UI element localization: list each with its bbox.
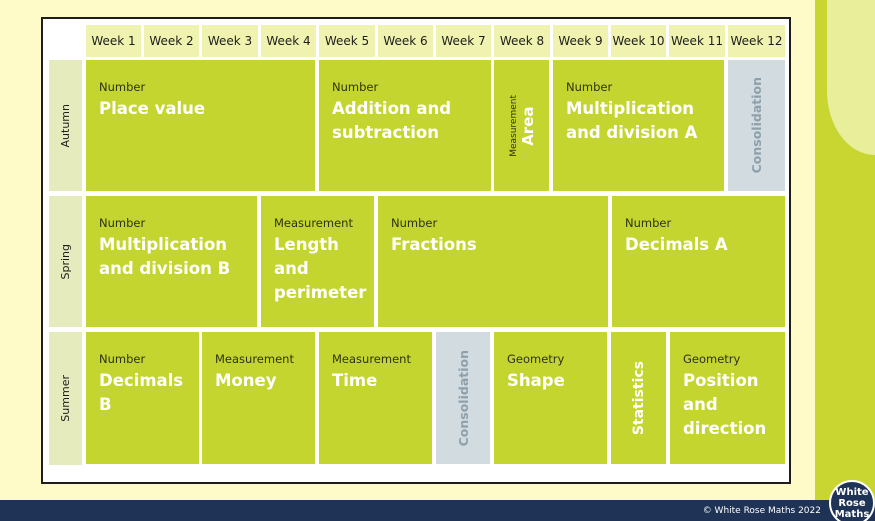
block-title: Shape xyxy=(507,371,565,390)
block-title: Time xyxy=(332,371,378,390)
statistics-label: Statistics xyxy=(630,360,647,436)
block-decimals-b: Number Decimals B xyxy=(86,332,199,464)
block-title: Multiplication and division A xyxy=(566,99,698,142)
week-header-10: Week 10 xyxy=(611,25,666,57)
consolidation-label: Consolidation xyxy=(455,349,471,447)
block-addition-subtraction: Number Addition and subtraction xyxy=(319,60,491,191)
week-header-6: Week 6 xyxy=(378,25,433,57)
term-summer-label: Summer xyxy=(59,375,72,422)
block-decimals-a: Number Decimals A xyxy=(612,196,785,327)
block-consolidation-summer: Consolidation xyxy=(436,332,490,464)
white-rose-maths-logo: White Rose Maths xyxy=(829,480,875,521)
term-spring-label: Spring xyxy=(59,243,72,280)
block-category: Number xyxy=(332,80,379,94)
week-header-7: Week 7 xyxy=(436,25,491,57)
block-title: Fractions xyxy=(391,235,477,254)
logo-line: Rose xyxy=(838,497,866,509)
term-autumn: Autumn xyxy=(49,60,82,191)
block-statistics: Statistics xyxy=(611,332,666,464)
week-header-5: Week 5 xyxy=(319,25,375,57)
block-category: Number xyxy=(99,216,146,230)
block-title: Decimals A xyxy=(625,235,728,254)
block-category: Measurement xyxy=(215,352,294,366)
copyright-text: © White Rose Maths 2022 xyxy=(702,506,821,516)
block-category: Number xyxy=(391,216,438,230)
block-category: Measurement xyxy=(274,216,353,230)
week-header-1: Week 1 xyxy=(86,25,141,57)
block-category: Number xyxy=(566,80,613,94)
block-place-value: Number Place value xyxy=(86,60,315,191)
week-header-12: Week 12 xyxy=(728,25,785,57)
block-area: Measurement Area xyxy=(494,60,549,191)
block-category: Geometry xyxy=(507,352,565,366)
block-title: Length and perimeter xyxy=(274,235,367,302)
block-title: Area xyxy=(518,105,537,146)
week-header-8: Week 8 xyxy=(494,25,550,57)
block-category: Measurement xyxy=(332,352,411,366)
block-title: Addition and subtraction xyxy=(332,99,452,142)
block-category: Number xyxy=(99,352,146,366)
logo-line: Maths xyxy=(834,508,870,520)
week-header-3: Week 3 xyxy=(202,25,258,57)
term-summer: Summer xyxy=(49,332,82,465)
block-fractions: Number Fractions xyxy=(378,196,608,327)
logo-line: White xyxy=(835,486,869,498)
week-header-2: Week 2 xyxy=(144,25,199,57)
block-title: Multiplication and division B xyxy=(99,235,231,278)
term-spring: Spring xyxy=(49,196,82,327)
block-multiplication-a: Number Multiplication and division A xyxy=(553,60,724,191)
block-title: Decimals B xyxy=(99,371,184,414)
block-title: Money xyxy=(215,371,277,390)
block-category: Number xyxy=(99,80,146,94)
block-area-text: Measurement Area xyxy=(507,95,537,157)
block-category: Measurement xyxy=(508,94,519,157)
block-money: Measurement Money xyxy=(202,332,315,464)
block-length-perimeter: Measurement Length and perimeter xyxy=(261,196,374,327)
footer-bar: © White Rose Maths 2022 xyxy=(0,500,875,521)
block-shape: Geometry Shape xyxy=(494,332,607,464)
block-title: Position and direction xyxy=(683,371,767,438)
scheme-of-learning-grid: Week 1 Week 2 Week 3 Week 4 Week 5 Week … xyxy=(41,17,791,484)
block-time: Measurement Time xyxy=(319,332,432,464)
block-position-direction: Geometry Position and direction xyxy=(670,332,785,464)
block-category: Number xyxy=(625,216,672,230)
block-consolidation-autumn: Consolidation xyxy=(728,60,785,191)
week-header-9: Week 9 xyxy=(553,25,608,57)
block-category: Geometry xyxy=(683,352,741,366)
consolidation-label: Consolidation xyxy=(749,77,764,174)
side-decoration-curve xyxy=(827,0,875,155)
week-header-11: Week 11 xyxy=(669,25,725,57)
block-title: Place value xyxy=(99,99,206,118)
block-multiplication-b: Number Multiplication and division B xyxy=(86,196,257,327)
week-header-4: Week 4 xyxy=(261,25,316,57)
term-autumn-label: Autumn xyxy=(59,103,72,148)
side-decoration xyxy=(815,0,875,500)
